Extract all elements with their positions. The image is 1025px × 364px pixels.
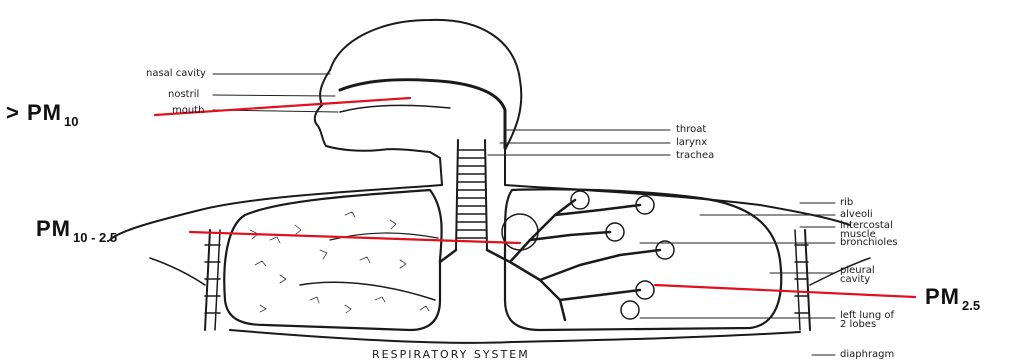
nasal-cavity — [340, 80, 505, 148]
label-nasal-cavity: nasal cavity — [146, 69, 206, 79]
label-nostril: nostril — [168, 90, 199, 100]
left-lung — [505, 189, 781, 330]
neck-outline — [440, 158, 505, 185]
pm-arrows — [155, 98, 915, 297]
pm10-2.5-subscript: 10 - 2.5 — [73, 230, 117, 245]
label-throat: throat — [676, 125, 706, 135]
label-trachea: trachea — [676, 151, 714, 161]
label-mouth: mouth — [172, 106, 204, 116]
pm10-subscript: 10 — [64, 114, 78, 129]
shoulder-outline — [110, 185, 850, 240]
right-lung — [224, 190, 441, 330]
pm10-prefix: > PM — [6, 100, 62, 125]
label-rib: rib — [840, 198, 853, 208]
label-alveoli: alveoli — [840, 210, 873, 220]
label-bronchioles: bronchioles — [840, 238, 898, 248]
label-left-lung: left lung of 2 lobes — [840, 311, 894, 329]
label-pleural-cavity: pleural cavity — [840, 266, 875, 284]
face-profile — [315, 70, 440, 158]
label-diaphragm: diaphragm — [840, 350, 894, 360]
pm2.5-subscript: 2.5 — [962, 298, 980, 313]
head-outline — [330, 20, 521, 160]
pm2.5-prefix: PM — [925, 284, 960, 309]
pm2.5-arrow — [655, 285, 915, 297]
trachea — [456, 140, 487, 250]
label-larynx: larynx — [676, 138, 707, 148]
pm10-2.5-prefix: PM — [36, 216, 71, 241]
diagram-caption: RESPIRATORY SYSTEM — [372, 348, 530, 361]
diaphragm — [230, 330, 800, 343]
